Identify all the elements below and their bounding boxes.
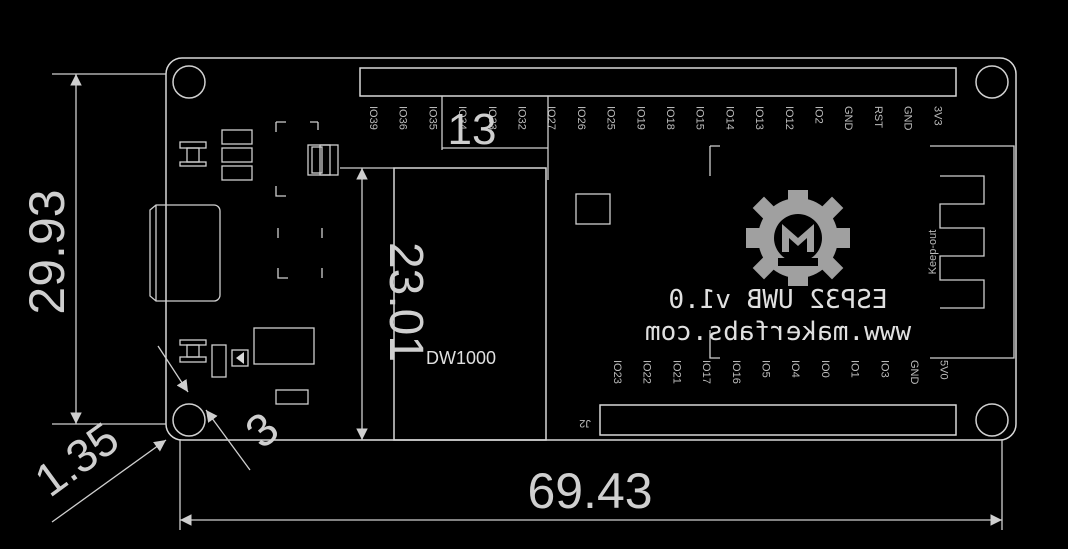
top-pin-io15: IO15 xyxy=(694,106,706,130)
dimension-module-height: 23.01 xyxy=(340,167,432,441)
bottom-pin-io21: IO21 xyxy=(670,360,682,384)
mounting-hole-top-right xyxy=(975,65,1009,99)
dimension-width-label: 69.43 xyxy=(527,463,652,519)
top-pin-io13: IO13 xyxy=(753,106,765,130)
board-url: www.makerfabs.com xyxy=(645,317,911,347)
keepout-label: Keep-out xyxy=(927,230,939,275)
top-pin-io33: IO33 xyxy=(486,106,498,130)
dimension-hole-diameter-label: 3 xyxy=(235,402,288,458)
top-pin-io26: IO26 xyxy=(575,106,587,130)
board-outline xyxy=(165,57,1017,441)
dimension-module-offset: 13 xyxy=(441,96,549,180)
top-pin-gnd: GND xyxy=(902,106,914,131)
top-pin-3v3: 3V3 xyxy=(931,106,943,126)
top-pin-io39: IO39 xyxy=(367,106,379,130)
dimension-hole-offset: 1.35 xyxy=(25,345,189,523)
bottom-pin-io4: IO4 xyxy=(789,360,801,378)
top-pin-io32: IO32 xyxy=(516,106,528,130)
header-label-j2: J2 xyxy=(579,417,591,429)
left-components xyxy=(149,121,339,405)
dimension-module-height-label: 23.01 xyxy=(379,242,432,362)
top-pin-io19: IO19 xyxy=(634,106,646,130)
top-pin-gnd: GND xyxy=(842,106,854,131)
bottom-pin-5v0: 5V0 xyxy=(938,360,950,380)
dimension-width: 69.43 xyxy=(179,440,1003,530)
esp32-module-outline xyxy=(575,145,1015,359)
top-pin-labels: IO39 IO36 IO35 IO34 IO33 IO32 IO27 IO26 IO25 IO19… xyxy=(367,106,943,131)
bottom-pin-labels: IO23 IO22 IO21 IO17 IO16 IO5 IO4 IO0 IO1 IO3 GND 5V… xyxy=(611,360,950,385)
dimension-height-label: 29.93 xyxy=(19,189,75,314)
top-pin-io34: IO34 xyxy=(456,106,468,130)
top-pin-io14: IO14 xyxy=(723,106,735,130)
bottom-pin-io5: IO5 xyxy=(760,360,772,378)
top-pin-io27: IO27 xyxy=(545,106,557,130)
mounting-holes xyxy=(172,65,1009,437)
bottom-pin-gnd: GND xyxy=(908,360,920,385)
dimension-module-offset-label: 13 xyxy=(448,105,497,154)
bottom-pin-io23: IO23 xyxy=(611,360,623,384)
top-pin-io35: IO35 xyxy=(426,106,438,130)
bottom-pin-io22: IO22 xyxy=(641,360,653,384)
top-pin-io12: IO12 xyxy=(783,106,795,130)
dimension-hole-offset-label: 1.35 xyxy=(25,412,128,507)
top-pin-io18: IO18 xyxy=(664,106,676,130)
mounting-hole-bottom-right xyxy=(975,403,1009,437)
bottom-header xyxy=(599,404,957,436)
board-name: ESP32 UWB v1.0 xyxy=(668,285,887,315)
top-pin-rst: RST xyxy=(872,106,884,128)
dw1000-module xyxy=(393,167,547,441)
top-header xyxy=(359,67,957,97)
mounting-hole-top-left xyxy=(172,65,206,99)
bottom-pin-io17: IO17 xyxy=(700,360,712,384)
bottom-pin-io1: IO1 xyxy=(849,360,861,378)
mounting-hole-bottom-left xyxy=(172,403,206,437)
bottom-pin-io16: IO16 xyxy=(730,360,742,384)
chip-label: DW1000 xyxy=(426,348,496,368)
top-pin-io36: IO36 xyxy=(397,106,409,130)
top-pin-io25: IO25 xyxy=(605,106,617,130)
makerfabs-logo xyxy=(746,190,850,286)
bottom-pin-io3: IO3 xyxy=(878,360,890,378)
dimension-hole-diameter: 3 xyxy=(205,402,288,471)
dimension-height: 29.93 xyxy=(19,73,166,425)
bottom-pin-io0: IO0 xyxy=(819,360,831,378)
top-pin-io2: IO2 xyxy=(813,106,825,124)
